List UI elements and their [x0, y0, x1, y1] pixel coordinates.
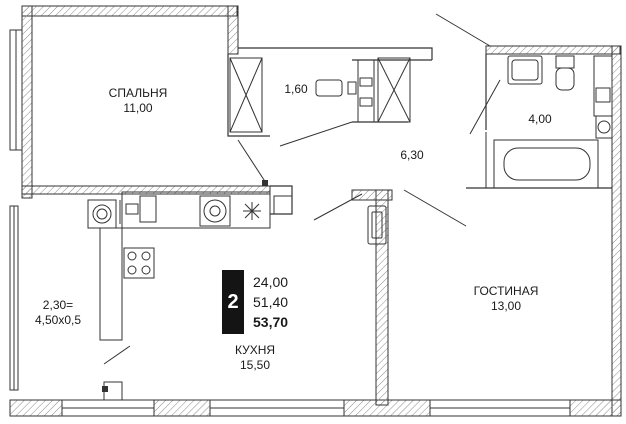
room-label-bedroom: СПАЛЬНЯ 11,00 [109, 86, 168, 116]
windows [9, 29, 571, 417]
room-name: КУХНЯ [234, 343, 276, 357]
room-name: 2,30= [42, 298, 74, 312]
room-area: 15,50 [239, 358, 271, 372]
wall-markers [102, 180, 268, 392]
room-label-balcony: 2,30= 4,50x0,5 [35, 298, 81, 328]
bathroom-fixtures [485, 55, 613, 189]
room-name: ГОСТИНАЯ [473, 284, 539, 298]
door-arcs [103, 13, 501, 365]
room-area: 13,00 [490, 299, 522, 313]
rooms-count: 2 [222, 270, 244, 334]
room-name: СПАЛЬНЯ [108, 86, 168, 100]
room-area: 1,60 [284, 82, 308, 96]
interior-walls [227, 47, 612, 215]
room-label-hall: 6,30 [400, 148, 423, 163]
room-area: 6,30 [400, 148, 424, 162]
kitchen-counters [87, 191, 293, 401]
living-area-value: 24,00 [253, 274, 289, 290]
room-label-living: ГОСТИНАЯ 13,00 [474, 284, 539, 314]
wardrobe-closets [229, 57, 411, 245]
apartment-area-badge: 2 24,00 51,40 53,70 [222, 270, 322, 334]
room-area: 4,00 [528, 112, 552, 126]
room-label-bathroom: 4,00 [528, 112, 551, 127]
total-area-value: 53,70 [253, 314, 289, 330]
usable-area-value: 51,40 [253, 294, 289, 310]
room-label-wardrobe: 1,60 [284, 82, 307, 97]
room-area: 4,50x0,5 [34, 313, 82, 327]
exterior-walls [9, 5, 622, 417]
room-area: 11,00 [123, 101, 153, 115]
room-label-kitchen: КУХНЯ 15,50 [235, 343, 275, 373]
area-values: 24,00 51,40 53,70 [244, 270, 322, 334]
